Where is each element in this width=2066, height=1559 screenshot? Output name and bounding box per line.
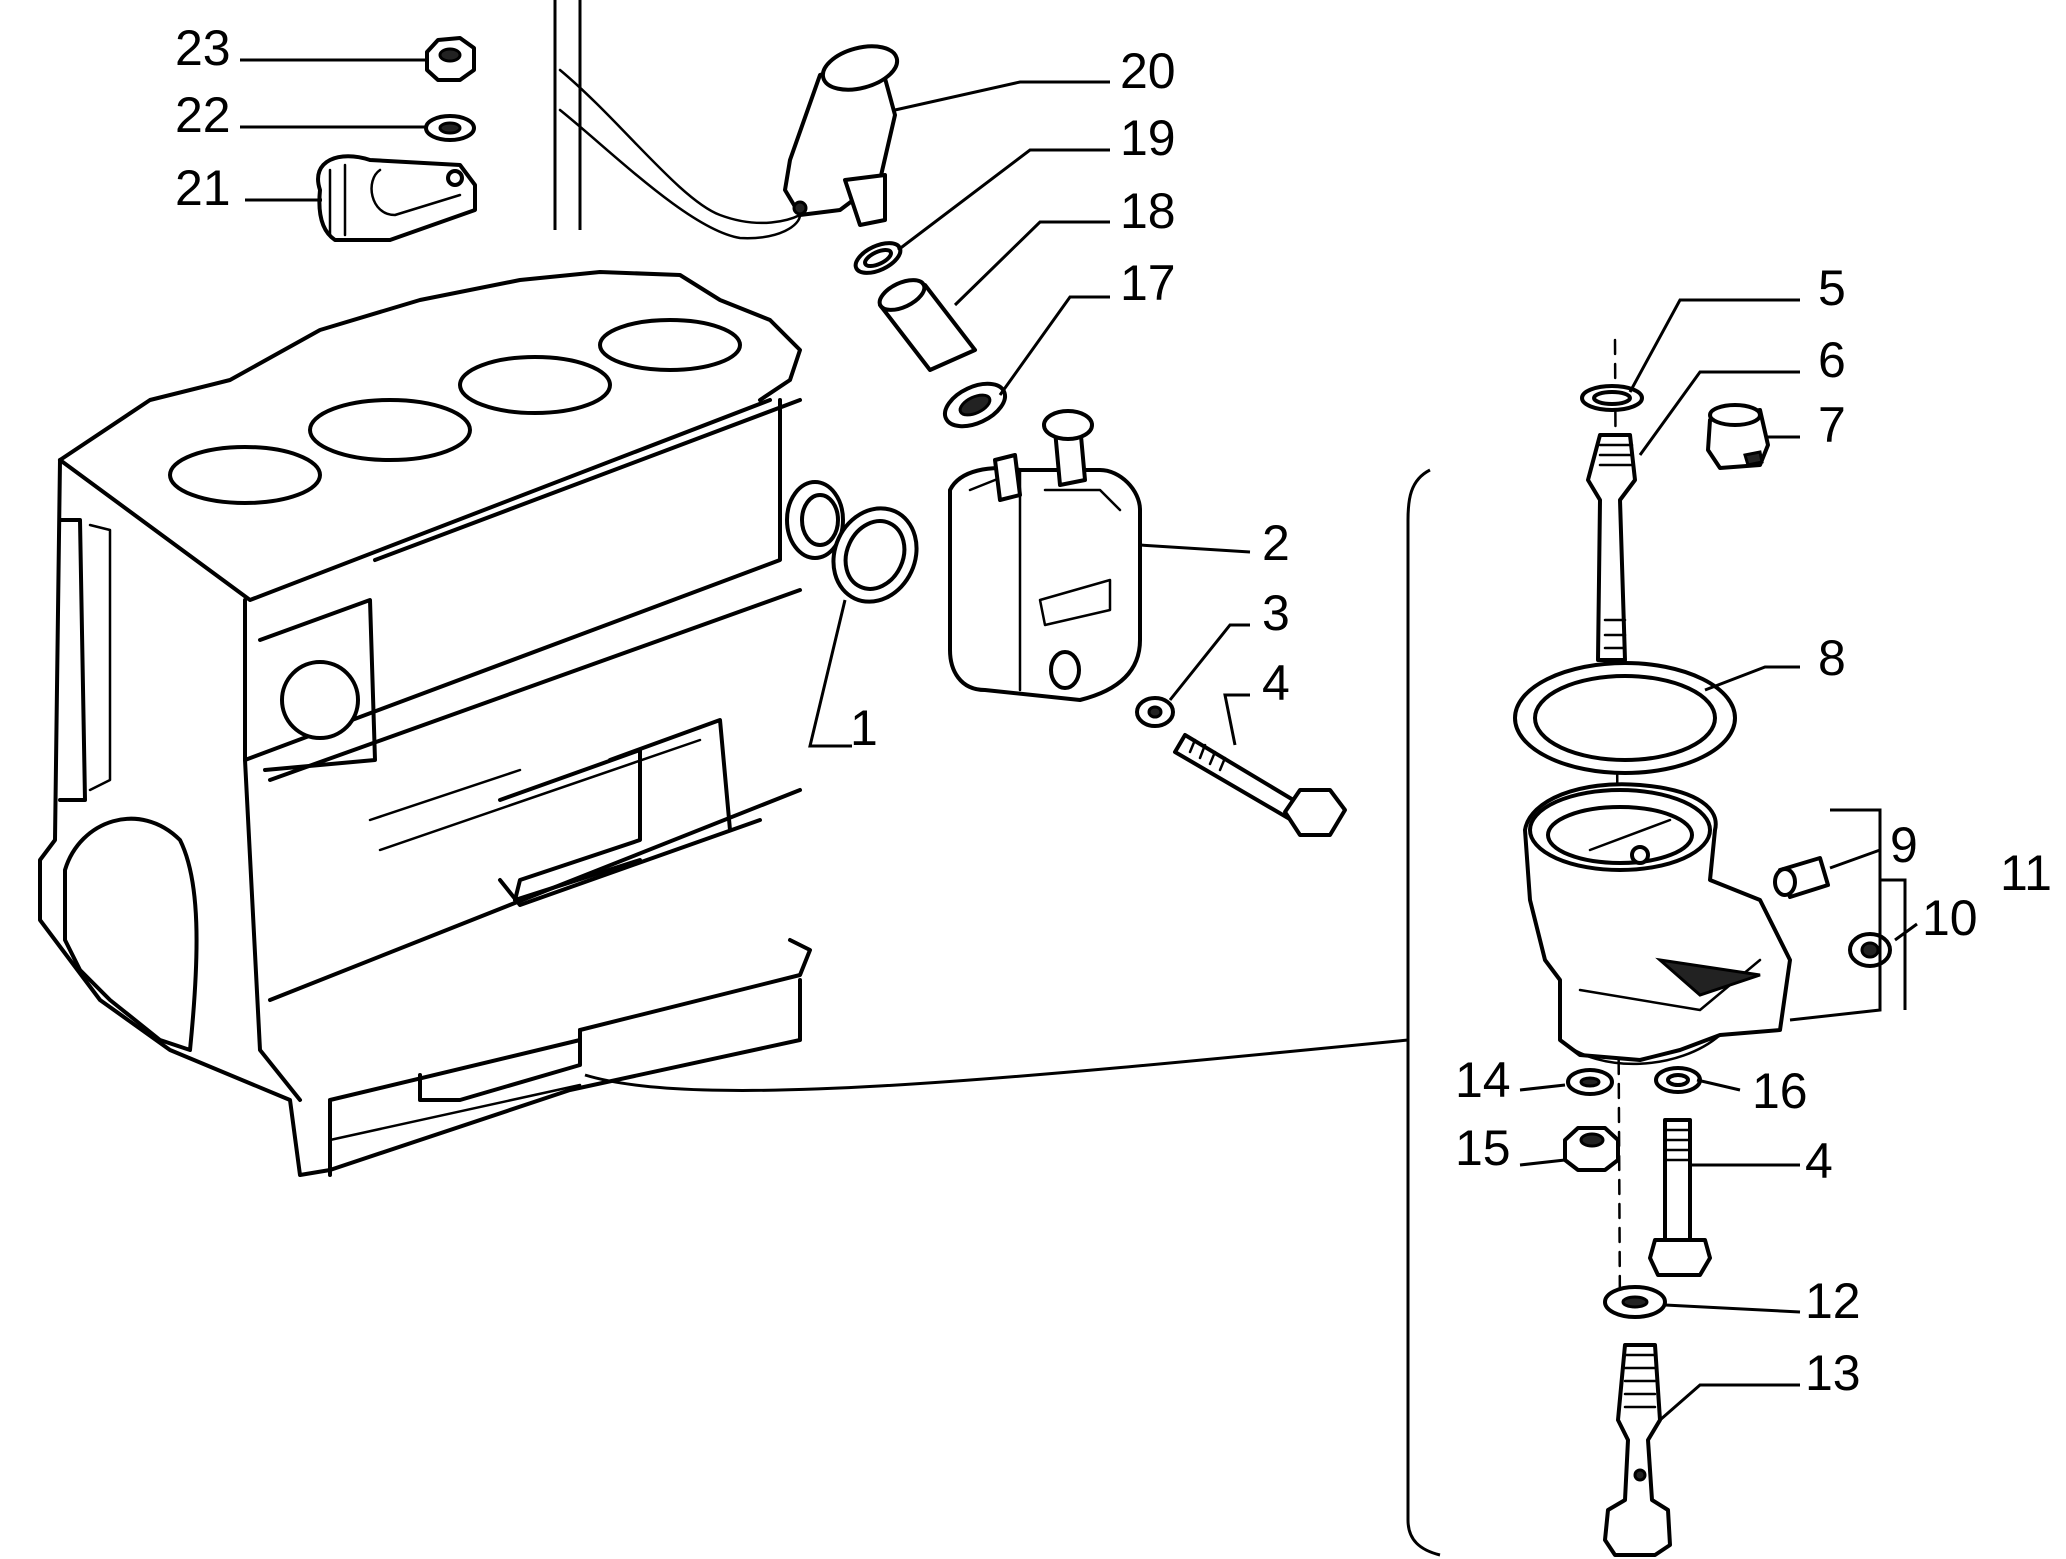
part-9-pin [1773,856,1830,899]
callout-20: 20 [1120,43,1176,99]
part-23-nut [425,36,476,82]
part-10-bushing [1848,932,1892,968]
callout-22: 22 [175,87,231,143]
detail-link [584,1038,1409,1092]
callout-3: 3 [1262,585,1290,641]
part-15-nut [1563,1126,1620,1172]
callout-10: 10 [1922,890,1978,946]
part-21-clamp [316,154,477,242]
part-7-plug [1706,403,1770,470]
leader-lines [240,58,1918,1422]
part-4-bolt-lower [1648,1118,1712,1277]
callout-6: 6 [1818,332,1846,388]
part-11-filter-support [1523,782,1792,1065]
part-20-sensor [783,44,900,227]
callout-15: 15 [1455,1120,1511,1176]
part-1-seal-ring [831,506,919,604]
part-4-bolt-upper [1173,733,1347,837]
part-5-washer [1580,384,1644,412]
part-19-o-ring [853,241,903,275]
part-2-cooler-housing [948,409,1142,702]
callout-7: 7 [1818,397,1846,453]
callout-9: 9 [1890,817,1918,873]
callout-4-lower: 4 [1805,1133,1833,1189]
callout-2: 2 [1262,515,1290,571]
part-17-ring [943,381,1007,429]
callout-labels: 23 22 21 20 19 18 17 2 3 4 1 5 6 7 8 9 1… [175,20,2052,1401]
engine-block [38,270,845,1177]
callout-8: 8 [1818,630,1846,686]
callout-23: 23 [175,20,231,76]
callout-5: 5 [1818,260,1846,316]
part-3-washer [1135,696,1175,728]
callout-18: 18 [1120,183,1176,239]
part-13-hollow-bolt [1603,1343,1672,1557]
part-16-washer [1654,1066,1702,1094]
callout-21: 21 [175,160,231,216]
part-22-washer [424,114,476,142]
part-8-gasket [1513,661,1737,775]
callout-17: 17 [1120,255,1176,311]
callout-12: 12 [1805,1273,1861,1329]
inset-border [553,0,582,230]
callout-11: 11 [2000,845,2052,901]
part-12-washer [1603,1285,1667,1319]
part-14-washer [1566,1068,1614,1096]
callout-14: 14 [1455,1052,1511,1108]
callout-1: 1 [850,700,878,756]
callout-13: 13 [1805,1345,1861,1401]
callout-19: 19 [1120,110,1176,166]
part-6-stud [1586,433,1637,662]
sensor-wire [558,68,802,240]
part-18-sleeve [877,278,977,372]
callout-4-upper: 4 [1262,655,1290,711]
callout-16: 16 [1752,1063,1808,1119]
section-divider [1406,468,1441,1557]
